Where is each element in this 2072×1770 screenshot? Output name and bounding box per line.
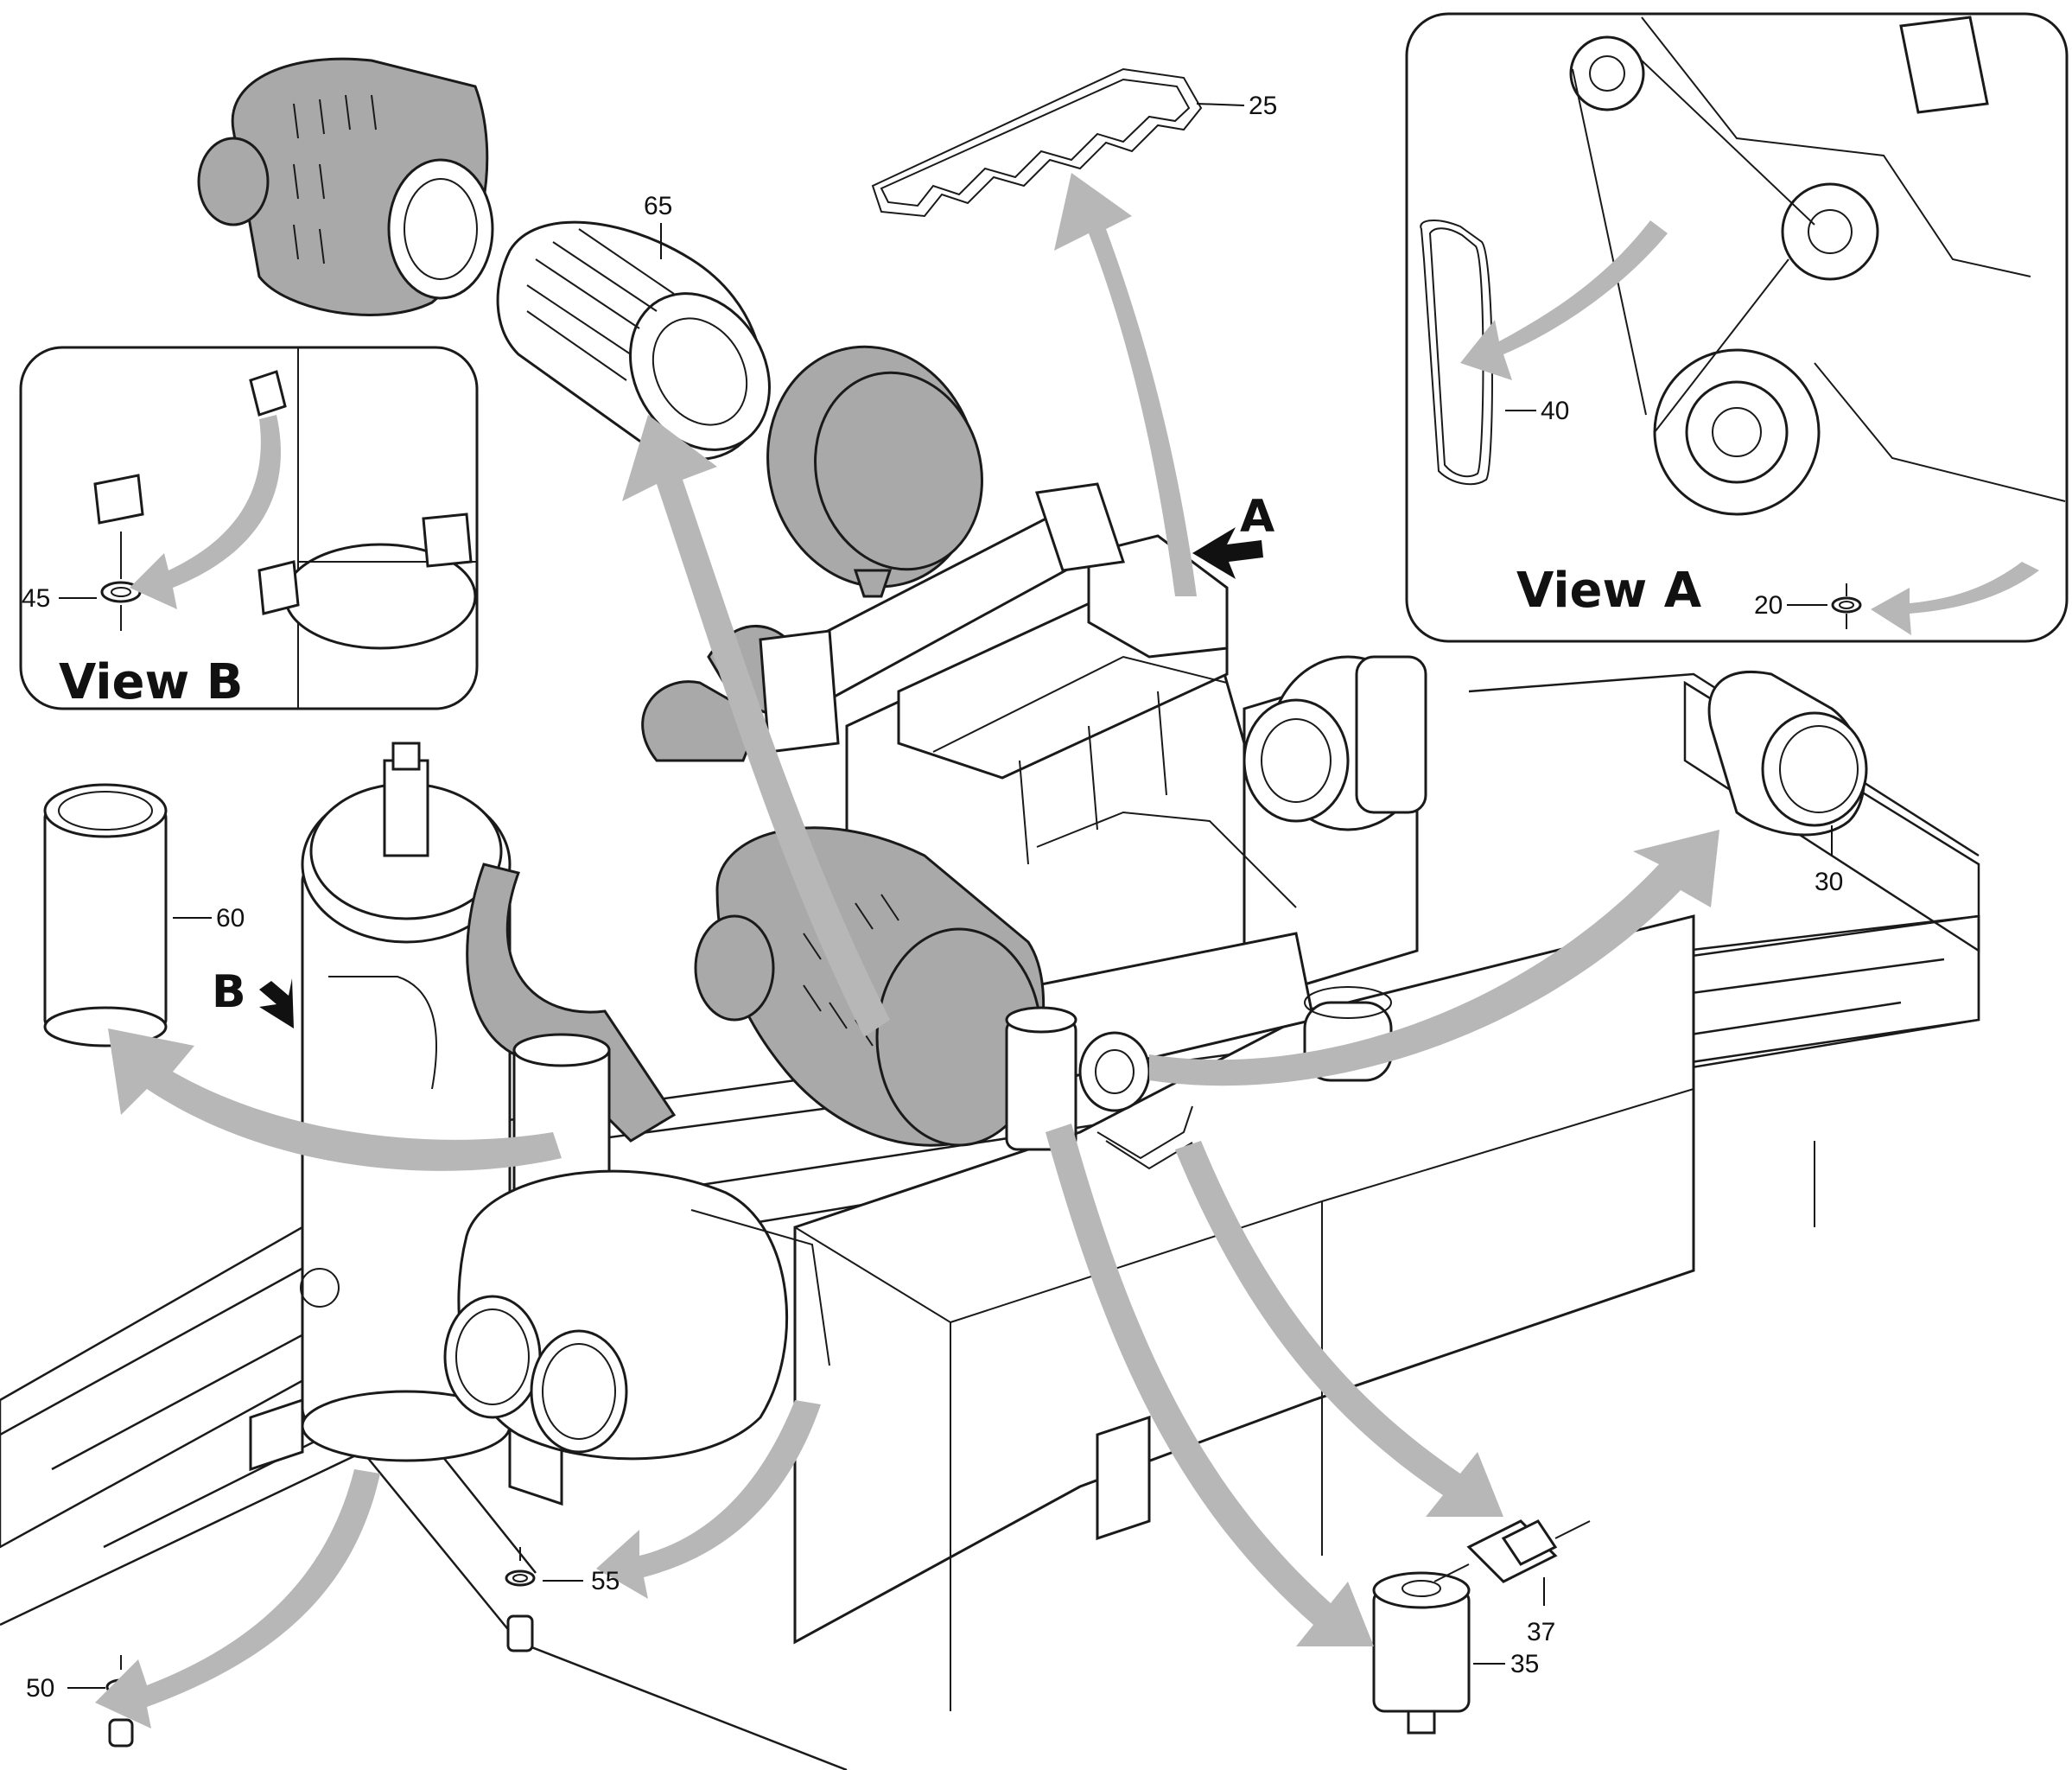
view-a-title: View A [1516, 563, 1702, 619]
drain-plug-55 [505, 1547, 536, 1652]
view-b-marker: B [212, 966, 294, 1028]
valve-cover-gasket-25 [871, 67, 1203, 218]
fuel-filter-35 [1372, 1571, 1471, 1735]
callout-50-group: 50 [26, 1674, 105, 1703]
callout-65: 65 [644, 192, 672, 220]
callout-55: 55 [591, 1567, 620, 1595]
callout-30-group: 30 [1815, 825, 1843, 896]
callout-60: 60 [216, 904, 245, 933]
callout-37-group: 37 [1527, 1577, 1555, 1646]
compressor-element [443, 1169, 830, 1461]
inline-fuel-filter-37 [1433, 1519, 1591, 1583]
oil-filter-in-situ [1078, 1031, 1151, 1112]
callout-25: 25 [1249, 92, 1277, 120]
view-b-letter: B [212, 966, 246, 1018]
alternator [1243, 655, 1427, 831]
view-b-inset: View B 45 [19, 346, 479, 710]
callout-35-group: 35 [1473, 1650, 1539, 1678]
view-a-inset: View A 20 40 [1405, 12, 2069, 643]
callout-55-group: 55 [543, 1567, 620, 1595]
callout-45: 45 [22, 584, 50, 613]
air-filter-housing-in-situ [694, 826, 1046, 1147]
fuel-filter-in-situ [1005, 1006, 1077, 1151]
view-b-title: View B [59, 654, 243, 710]
intake-manifold [759, 482, 1125, 754]
callout-25-group: 25 [1196, 92, 1277, 120]
view-a-letter: A [1240, 491, 1274, 543]
callout-50: 50 [26, 1674, 54, 1703]
flow-arrows [95, 173, 1719, 1729]
air-filter-end-cap [766, 345, 983, 598]
callout-20: 20 [1754, 591, 1783, 620]
callout-30: 30 [1815, 868, 1843, 896]
safety-filter-cartridge-60 [43, 783, 168, 1047]
callout-35: 35 [1510, 1650, 1539, 1678]
view-a-marker: A [1192, 491, 1274, 579]
callout-40: 40 [1541, 397, 1569, 425]
air-filter-cover-exploded [197, 57, 494, 316]
callout-65-group: 65 [644, 192, 672, 259]
air-filter-element-65 [496, 220, 771, 461]
oil-filter-30 [1707, 671, 1868, 837]
callout-60-group: 60 [173, 904, 245, 933]
callout-37: 37 [1527, 1618, 1555, 1646]
cover-slots [293, 94, 377, 264]
